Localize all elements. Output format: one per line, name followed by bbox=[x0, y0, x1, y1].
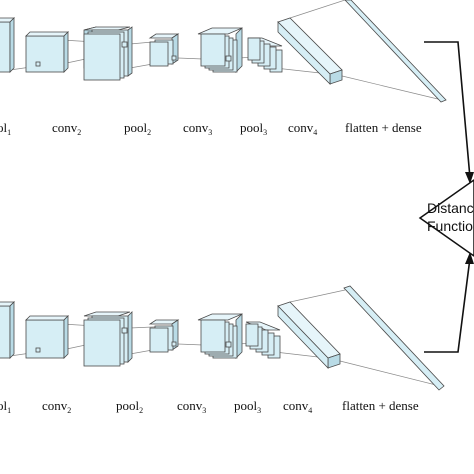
top-pool1-block bbox=[0, 17, 15, 73]
bottom-label-conv2: conv2 bbox=[42, 398, 71, 415]
merge-arrows bbox=[424, 41, 474, 353]
top-label-flatten-dense: flatten + dense bbox=[345, 120, 422, 135]
top-labels: pool1 conv2 pool2 conv3 pool3 conv4 flat… bbox=[0, 120, 422, 137]
bottom-label-conv3: conv3 bbox=[177, 398, 206, 415]
top-label-conv2: conv2 bbox=[52, 120, 81, 137]
top-conv3-block bbox=[148, 33, 180, 67]
top-arrowhead bbox=[465, 172, 474, 184]
bottom-pool4-block bbox=[277, 301, 341, 369]
distance-diamond bbox=[418, 179, 474, 257]
bottom-label-pool3: pool3 bbox=[234, 398, 261, 415]
distance-label-line2: Function bbox=[427, 218, 474, 234]
top-label-conv3: conv3 bbox=[183, 120, 212, 137]
bottom-arrowhead bbox=[465, 252, 474, 264]
top-branch: pool1 conv2 pool2 conv3 pool3 conv4 flat… bbox=[0, 0, 447, 137]
top-conv2-block bbox=[25, 31, 69, 73]
bottom-conv4-block bbox=[245, 321, 281, 359]
top-label-pool2: pool2 bbox=[124, 120, 151, 137]
top-label-pool1: pool1 bbox=[0, 120, 11, 137]
bottom-label-flatten-dense: flatten + dense bbox=[342, 398, 419, 413]
bottom-conv3-block bbox=[148, 319, 180, 353]
bottom-conv2-block bbox=[25, 315, 69, 359]
top-pool3-block bbox=[197, 27, 243, 73]
top-arrow bbox=[424, 41, 471, 179]
top-conv4-block bbox=[247, 37, 283, 73]
top-dense-slab bbox=[344, 0, 447, 103]
bottom-pool2-block bbox=[83, 311, 133, 367]
bottom-pool1-block bbox=[0, 301, 15, 359]
distance-function-block: Distance Function bbox=[418, 179, 474, 257]
top-label-pool3: pool3 bbox=[240, 120, 267, 137]
bottom-arrow bbox=[424, 257, 471, 353]
bottom-dense-slab bbox=[343, 285, 445, 391]
bottom-label-conv4: conv4 bbox=[283, 398, 312, 415]
bottom-pool3-block bbox=[197, 313, 243, 359]
distance-label-line1: Distance bbox=[427, 200, 474, 216]
bottom-labels: pool1 conv2 pool2 conv3 pool3 conv4 flat… bbox=[0, 398, 419, 415]
top-pool4-block bbox=[277, 17, 343, 85]
top-label-conv4: conv4 bbox=[288, 120, 317, 137]
top-pool2-block bbox=[83, 26, 133, 81]
bottom-label-pool2: pool2 bbox=[116, 398, 143, 415]
bottom-branch: pool1 conv2 pool2 conv3 pool3 conv4 flat… bbox=[0, 285, 445, 415]
bottom-label-pool1: pool1 bbox=[0, 398, 11, 415]
